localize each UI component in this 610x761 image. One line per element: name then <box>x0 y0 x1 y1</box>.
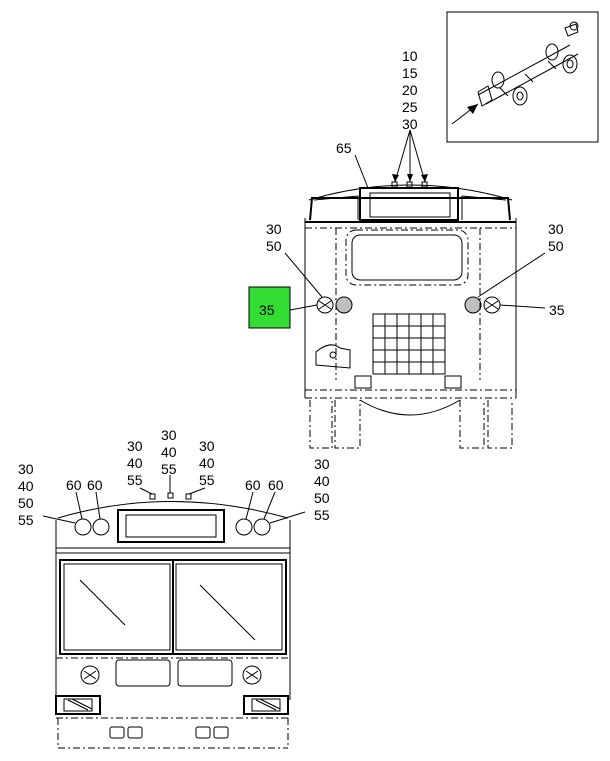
callout-front-right-pair[interactable]: 60 60 <box>245 477 284 493</box>
callout-50[interactable]: 50 <box>548 238 564 254</box>
leader-lines <box>42 129 546 524</box>
callout-30[interactable]: 30 <box>402 116 418 132</box>
callout-40[interactable]: 40 <box>199 455 215 471</box>
rear-left-lights <box>316 296 353 314</box>
callout-20[interactable]: 20 <box>402 82 418 98</box>
callout-15[interactable]: 15 <box>402 65 418 81</box>
rear-right-lights <box>464 296 501 314</box>
callout-60[interactable]: 60 <box>245 477 261 493</box>
callout-25[interactable]: 25 <box>402 99 418 115</box>
callout-30[interactable]: 30 <box>127 438 143 454</box>
callout-55[interactable]: 55 <box>161 461 177 477</box>
rear-grille <box>372 313 446 375</box>
callout-35-highlighted[interactable]: 35 <box>248 286 291 329</box>
callout-front-far-right[interactable]: 30 40 50 55 <box>314 456 330 523</box>
callout-60[interactable]: 60 <box>268 477 284 493</box>
callout-60[interactable]: 60 <box>87 477 103 493</box>
callout-55[interactable]: 55 <box>127 472 143 488</box>
callout-40[interactable]: 40 <box>127 455 143 471</box>
callout-30[interactable]: 30 <box>314 456 330 472</box>
callout-55[interactable]: 55 <box>18 512 34 528</box>
callout-35-label[interactable]: 35 <box>259 302 275 318</box>
chassis-locator-icon <box>477 21 579 107</box>
callout-rear-left[interactable]: 30 50 <box>266 221 282 254</box>
callout-inset-stack[interactable]: 10 15 20 25 30 <box>402 48 418 132</box>
callout-60[interactable]: 60 <box>66 477 82 493</box>
callout-front-far-left[interactable]: 30 40 50 55 <box>18 461 34 528</box>
rear-bus-view <box>304 181 517 449</box>
callout-40[interactable]: 40 <box>161 444 177 460</box>
callout-30[interactable]: 30 <box>548 221 564 237</box>
windshield <box>59 559 287 655</box>
callout-30[interactable]: 30 <box>161 427 177 443</box>
callout-55[interactable]: 55 <box>199 472 215 488</box>
callout-65[interactable]: 65 <box>336 140 352 156</box>
locator-arrow-icon <box>451 103 479 125</box>
callout-rear-right[interactable]: 30 50 <box>548 221 564 254</box>
headlamps <box>55 695 289 715</box>
callout-50[interactable]: 50 <box>18 495 34 511</box>
callout-30[interactable]: 30 <box>18 461 34 477</box>
front-right-lamps <box>235 518 271 536</box>
highlight-box[interactable] <box>248 286 291 329</box>
callout-front-top-c[interactable]: 30 40 55 <box>199 438 215 488</box>
front-bus-view <box>55 492 291 749</box>
callout-50[interactable]: 50 <box>266 238 282 254</box>
callout-10[interactable]: 10 <box>402 48 418 64</box>
front-left-lamps <box>74 518 110 536</box>
callout-35[interactable]: 35 <box>549 302 565 318</box>
callout-front-left-pair[interactable]: 60 60 <box>66 477 103 493</box>
callout-40[interactable]: 40 <box>314 473 330 489</box>
callout-front-top-a[interactable]: 30 40 55 <box>127 438 143 488</box>
callout-30[interactable]: 30 <box>199 438 215 454</box>
callout-40[interactable]: 40 <box>18 478 34 494</box>
callout-front-top-b[interactable]: 30 40 55 <box>161 427 177 477</box>
chassis-locator-inset <box>446 11 599 143</box>
callout-55[interactable]: 55 <box>314 507 330 523</box>
callout-50[interactable]: 50 <box>314 490 330 506</box>
callout-30[interactable]: 30 <box>266 221 282 237</box>
